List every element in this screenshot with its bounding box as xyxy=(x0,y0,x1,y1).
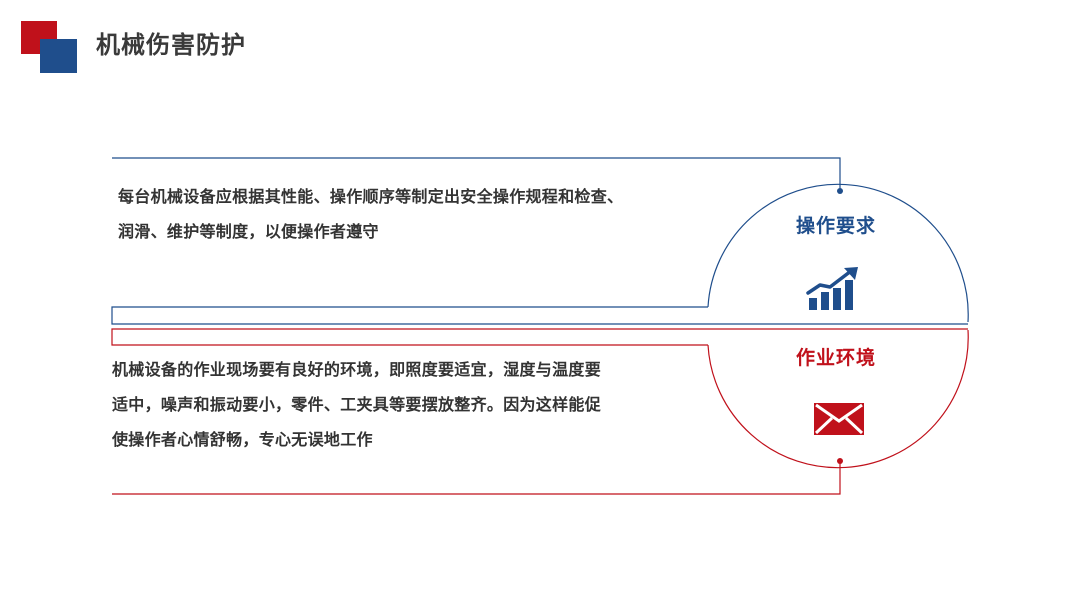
text-line: 使操作者心情舒畅，专心无误地工作 xyxy=(112,430,373,449)
top-connector-dot xyxy=(837,188,843,194)
top-section-frame xyxy=(111,157,969,325)
text-line: 润滑、维护等制度，以便操作者遵守 xyxy=(118,222,379,241)
section-label-operation-requirements: 操作要求 xyxy=(796,215,877,237)
envelope-icon xyxy=(814,403,864,435)
section-label-work-environment: 作业环境 xyxy=(796,347,877,369)
bottom-section-frame xyxy=(111,328,969,495)
section-operation-requirements-text: 每台机械设备应根据其性能、操作顺序等制定出安全操作规程和检查、 润滑、维护等制度… xyxy=(118,179,698,249)
bottom-connector-dot xyxy=(837,458,843,464)
logo-blue-square xyxy=(40,39,77,73)
bar-chart-growth-icon xyxy=(806,267,858,310)
text-line: 适中，噪声和振动要小，零件、工夹具等要摆放整齐。因为这样能促 xyxy=(112,395,602,414)
page-title: 机械伤害防护 xyxy=(96,31,246,59)
text-line: 机械设备的作业现场要有良好的环境，即照度要适宜，湿度与温度要 xyxy=(112,360,602,379)
text-line: 每台机械设备应根据其性能、操作顺序等制定出安全操作规程和检查、 xyxy=(118,187,624,206)
section-work-environment-text: 机械设备的作业现场要有良好的环境，即照度要适宜，湿度与温度要 适中，噪声和振动要… xyxy=(112,352,672,457)
